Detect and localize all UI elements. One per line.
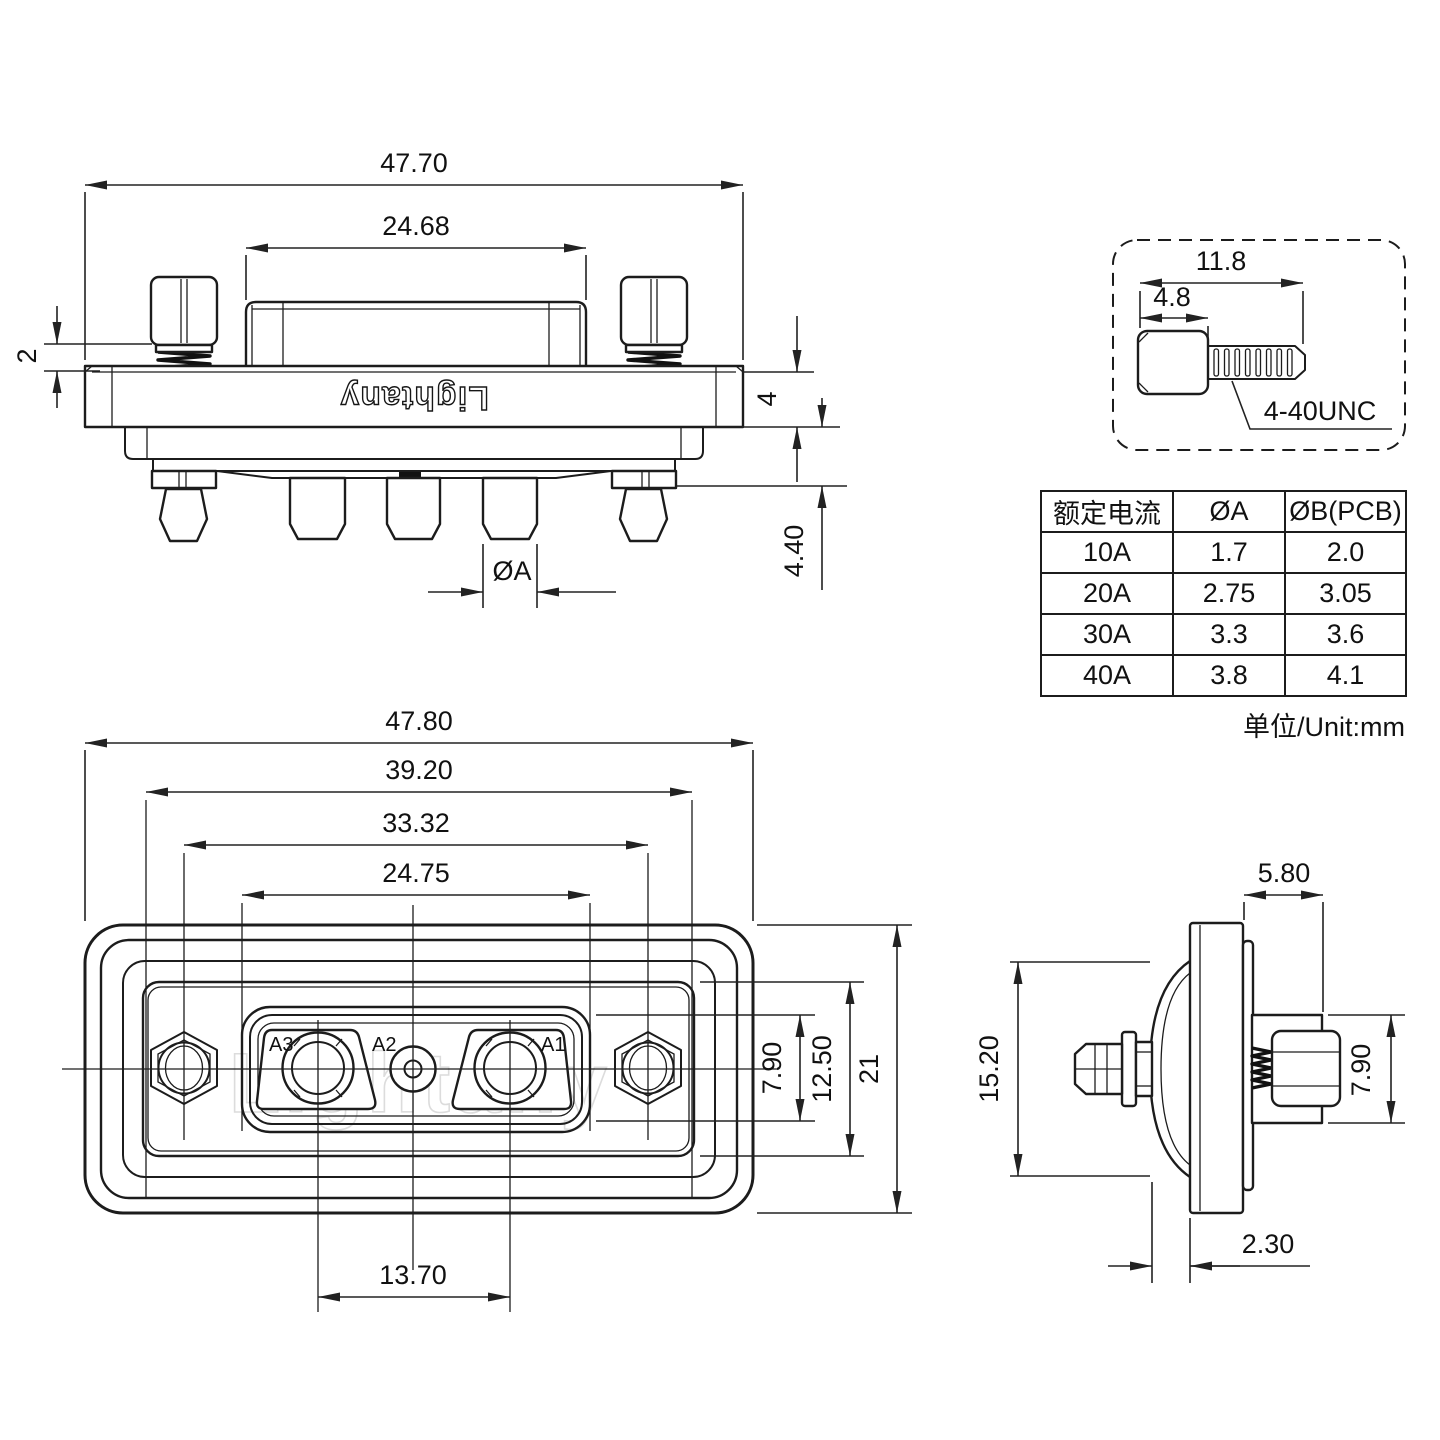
dim-rear-flange: 4 (752, 391, 782, 406)
dim-rear-insulator: 24.68 (382, 211, 450, 241)
rear-body (124, 427, 704, 460)
dim-front-shell: 39.20 (385, 755, 453, 785)
dim-side-height: 15.20 (974, 1035, 1004, 1103)
flange (83, 364, 745, 429)
cell-current-40a: 40A (1040, 654, 1174, 697)
contact-pin-a1 (481, 476, 539, 541)
dim-rear-overall: 47.70 (380, 148, 448, 178)
insulator-box (244, 300, 588, 368)
engraved-logo: Lightany (339, 380, 489, 417)
contact-label-a1: A1 (541, 1034, 565, 1056)
current-rating-table: 额定电流 ØA ØB(PCB) 10A 1.7 2.0 20A 2.75 3.0… (1040, 490, 1407, 697)
col-header-rated-current: 额定电流 (1040, 490, 1174, 533)
detail-frame (1112, 239, 1406, 451)
dim-front-pitch: 13.70 (379, 1260, 447, 1290)
table-row: 10A 1.7 2.0 (1040, 531, 1407, 574)
col-header-dia-a: ØA (1172, 490, 1286, 533)
cell-dia-a-10a: 1.7 (1172, 531, 1286, 574)
rear-elevation-view: Lightany 47.70 24.68 2 (12, 148, 847, 608)
cell-dia-a-20a: 2.75 (1172, 572, 1286, 615)
jackscrew-head-right (619, 275, 689, 347)
jackscrew-head-left (149, 275, 219, 347)
cell-current-20a: 20A (1040, 572, 1174, 615)
side-pin-washer (1120, 1030, 1138, 1108)
screw-threads (1213, 348, 1293, 377)
dim-rear-tail: 4.40 (779, 525, 809, 578)
dim-side-offset: 5.80 (1258, 858, 1311, 888)
dim-side-screw-dia: 7.90 (1346, 1044, 1376, 1097)
screw-head (1136, 329, 1210, 396)
side-flange-plate (1188, 921, 1245, 1215)
bracket-pin-left (158, 487, 209, 543)
dim-front-insert: 24.75 (382, 858, 450, 888)
contact-label-a2: A2 (372, 1034, 396, 1056)
unit-note: 单位/Unit:mm (1243, 712, 1405, 742)
contact-pin-a2 (385, 476, 442, 541)
side-view: 5.80 15.20 7.90 2.30 (974, 858, 1405, 1283)
contact-pin-a3 (288, 476, 347, 541)
dim-side-gap: 2.30 (1242, 1229, 1295, 1259)
cell-current-10a: 10A (1040, 531, 1174, 574)
dim-screw-total: 11.8 (1196, 246, 1247, 276)
cell-dia-b-10a: 2.0 (1284, 531, 1407, 574)
table-header-row: 额定电流 ØA ØB(PCB) (1040, 490, 1407, 533)
table-row: 30A 3.3 3.6 (1040, 613, 1407, 656)
dim-rear-lip: 2 (12, 348, 42, 363)
cell-dia-a-40a: 3.8 (1172, 654, 1286, 697)
cell-current-30a: 30A (1040, 613, 1174, 656)
thread-spec-label: 4-40UNC (1264, 396, 1377, 426)
dim-front-mounting: 33.32 (382, 808, 450, 838)
table-row: 40A 3.8 4.1 (1040, 654, 1407, 697)
side-screw-hex (1270, 1029, 1342, 1108)
cell-dia-a-30a: 3.3 (1172, 613, 1286, 656)
dim-screw-head: 4.8 (1153, 282, 1191, 312)
col-header-dia-b: ØB(PCB) (1284, 490, 1407, 533)
cell-dia-b-40a: 4.1 (1284, 654, 1407, 697)
cell-dia-b-20a: 3.05 (1284, 572, 1407, 615)
cell-dia-b-30a: 3.6 (1284, 613, 1407, 656)
dim-rear-pin-dia: ØA (492, 556, 531, 586)
screw-shaft (1208, 345, 1306, 380)
dim-front-insert-h: 7.90 (757, 1042, 787, 1095)
table-row: 20A 2.75 3.05 (1040, 572, 1407, 615)
contact-label-a3: A3 (269, 1034, 293, 1056)
side-dome (1148, 959, 1192, 1179)
bracket-pin-right (618, 487, 669, 543)
front-view: Lightany (62, 706, 912, 1312)
dim-front-height: 21 (854, 1054, 884, 1084)
dim-front-face-h: 12.50 (807, 1035, 837, 1103)
dim-front-overall: 47.80 (385, 706, 453, 736)
jackscrew-detail-view: 11.8 4.8 4-40UNC (1112, 239, 1406, 451)
